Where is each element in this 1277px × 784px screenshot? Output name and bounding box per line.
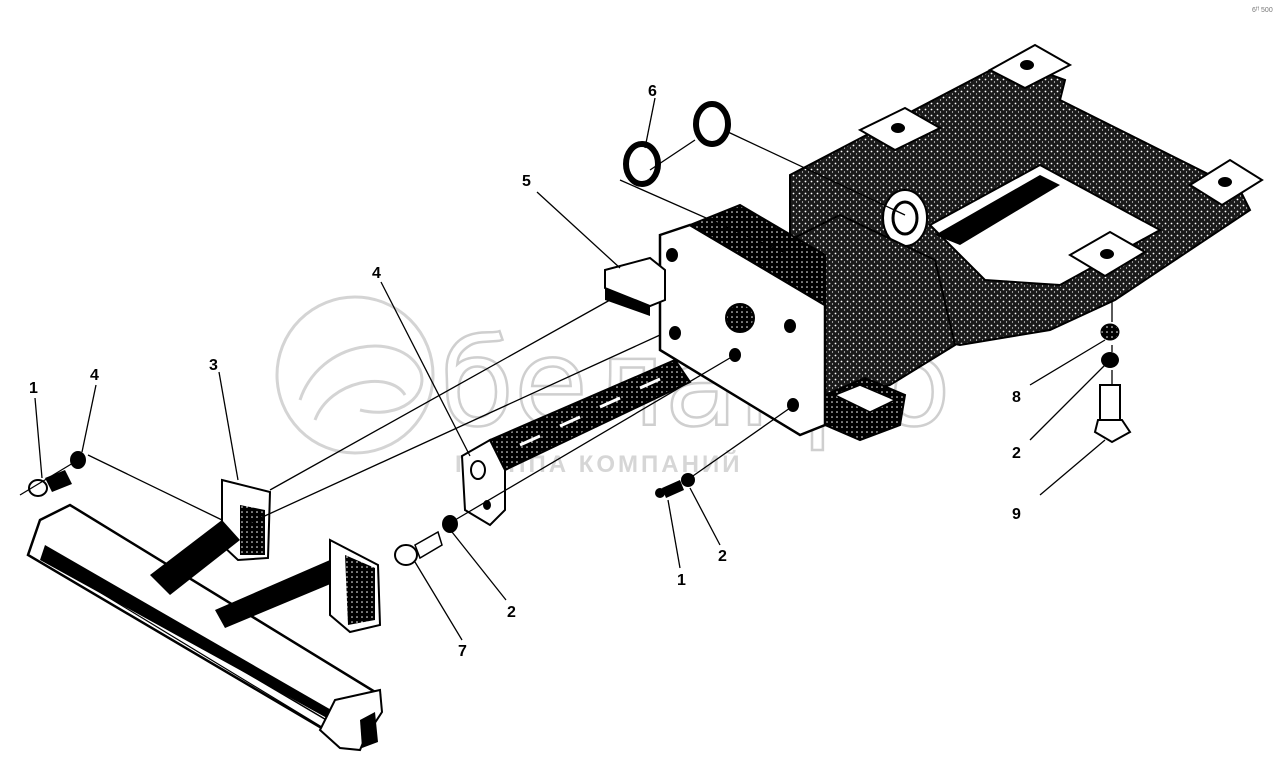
callout-8: 8: [1012, 389, 1021, 406]
callout-2-middle: 2: [718, 548, 727, 565]
washer-2-left: [442, 515, 458, 533]
bolt-9: [1093, 384, 1132, 444]
bumper-bracket: [26, 478, 384, 752]
callout-2-left: 2: [507, 604, 516, 621]
assembly-lines: [19, 97, 1113, 641]
shaft-pin: [460, 358, 692, 527]
callout-4-left: 4: [90, 367, 99, 384]
main-frame-casting: [604, 43, 1264, 442]
callout-1-left: 1: [29, 380, 38, 397]
callout-1-middle: 1: [677, 572, 686, 589]
watermark-logo-icon: [275, 295, 435, 455]
callout-6: 6: [648, 83, 657, 100]
washer-2-middle: [681, 473, 695, 487]
callouts: 1 4 3 4 5 6 2 7 1 2 8 2 9: [29, 83, 1021, 660]
nut-8: [1100, 323, 1120, 341]
washer-2-right: [1101, 352, 1119, 368]
callout-2-right: 2: [1012, 445, 1021, 462]
callout-9: 9: [1012, 506, 1021, 523]
callout-4-shaft: 4: [372, 265, 381, 282]
callout-3: 3: [209, 357, 218, 374]
callout-5: 5: [522, 173, 531, 190]
rings-6: [623, 101, 731, 187]
bolt-1-left: [28, 470, 72, 497]
bolt-1-middle: [655, 480, 684, 498]
corner-mark: 6ᶠᶠ 500: [1252, 7, 1273, 14]
bolt-7: [394, 530, 443, 566]
callout-7: 7: [458, 643, 467, 660]
